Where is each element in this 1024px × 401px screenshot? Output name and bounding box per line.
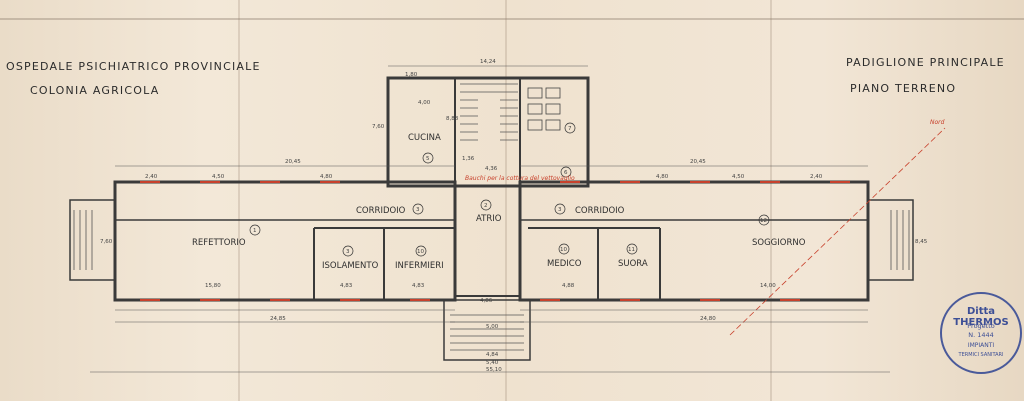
dim-height-7-60: 7,60	[100, 239, 113, 245]
dim-left-length: 20,45	[285, 159, 301, 165]
room-label-medico: MEDICO	[547, 259, 582, 269]
dim-top-width: 14,24	[480, 59, 496, 65]
dim-bottom-4-86: 4,86	[480, 298, 493, 304]
dim-right-4-80: 4,80	[656, 174, 669, 180]
title-hospital: OSPEDALE PSICHIATRICO PROVINCIALE	[6, 60, 261, 73]
dim-bottom-4-88: 4,88	[562, 283, 575, 289]
wc-number: 7	[568, 126, 572, 132]
dim-right-2-40: 2,40	[810, 174, 823, 180]
company-stamp: Ditta THERMOS Progetto N. 1444 IMPIANTI …	[940, 292, 1022, 374]
title-colony: COLONIA AGRICOLA	[30, 84, 160, 97]
room-label-corridoio-right: CORRIDOIO	[575, 206, 625, 216]
dim-cucina-size: 7,60	[372, 124, 385, 130]
stairs	[73, 83, 910, 351]
building-walls	[69, 76, 914, 361]
stamp-project: Progetto	[967, 322, 995, 330]
dim-height-8-88: 8,88	[446, 116, 459, 122]
service-number: 6	[564, 170, 568, 176]
room-label-infermieri: INFERMIERI	[395, 261, 444, 271]
room-label-soggiorno: SOGGIORNO	[752, 238, 806, 248]
title-floor: PIANO TERRENO	[850, 82, 957, 95]
soggiorno-number: 12	[760, 218, 767, 224]
room-markers	[249, 122, 770, 257]
suora-number: 11	[628, 247, 635, 253]
dim-bottom-4-83a: 4,83	[340, 283, 353, 289]
fold-line	[238, 0, 240, 401]
dim-top-4-00: 4,00	[418, 100, 431, 106]
dim-bottom-5-00: 5,00	[486, 324, 499, 330]
dim-bottom-55-10: 55,10	[486, 367, 502, 373]
stamp-subtitle: TERMICI SANITARI	[958, 352, 1004, 358]
dim-top-1-80: 1,80	[405, 72, 418, 78]
infermieri-number: 10	[417, 249, 424, 255]
fold-line	[770, 0, 772, 401]
room-label-refettorio: REFETTORIO	[192, 238, 246, 248]
dimension-lines	[90, 65, 890, 373]
corridoio-left-number: 3	[416, 207, 420, 213]
dim-left-4-80: 4,80	[320, 174, 333, 180]
room-label-atrio: ATRIO	[476, 214, 502, 224]
dim-height-8-45: 8,45	[915, 239, 928, 245]
red-note: Bauchi per la cottura del vettovaglio	[465, 175, 575, 182]
dim-right-length: 20,45	[690, 159, 706, 165]
dim-bottom-14-00: 14,00	[760, 283, 776, 289]
dim-mid-4-36: 4,36	[485, 166, 498, 172]
dim-bottom-15-80: 15,80	[205, 283, 221, 289]
north-line	[729, 127, 946, 336]
dim-left-2-40: 2,40	[145, 174, 158, 180]
isolamento-number: 3	[346, 249, 350, 255]
medico-number: 10	[560, 247, 567, 253]
dim-left-4-50: 4,50	[212, 174, 225, 180]
atrio-number: 2	[484, 203, 488, 209]
cucina-number: 5	[426, 156, 430, 162]
stamp-company: Ditta THERMOS	[953, 306, 1009, 328]
stamp-impianti: IMPIANTI	[967, 342, 995, 349]
room-label-cucina: CUCINA	[408, 133, 441, 143]
room-label-isolamento: ISOLAMENTO	[322, 261, 379, 271]
dim-right-4-50: 4,50	[732, 174, 745, 180]
corridoio-right-number: 3	[558, 207, 562, 213]
dim-bottom-24-85: 24,85	[270, 316, 286, 322]
fold-line	[505, 0, 507, 401]
window-marks	[140, 181, 850, 301]
dim-mid-1-36: 1,36	[462, 156, 475, 162]
dim-bottom-24-80: 24,80	[700, 316, 716, 322]
dim-bottom-4-83b: 4,83	[412, 283, 425, 289]
north-label: Nord	[930, 119, 945, 126]
stamp-number: N. 1444	[968, 331, 994, 339]
room-label-suora: SUORA	[618, 259, 648, 269]
dim-bottom-4-84: 4,84	[486, 352, 499, 358]
title-pavilion: PADIGLIONE PRINCIPALE	[846, 56, 1005, 69]
wc-fixtures	[527, 87, 561, 131]
refettorio-number: 1	[253, 228, 257, 234]
dim-bottom-5-40: 5,40	[486, 360, 499, 366]
room-label-corridoio-left: CORRIDOIO	[356, 206, 406, 216]
